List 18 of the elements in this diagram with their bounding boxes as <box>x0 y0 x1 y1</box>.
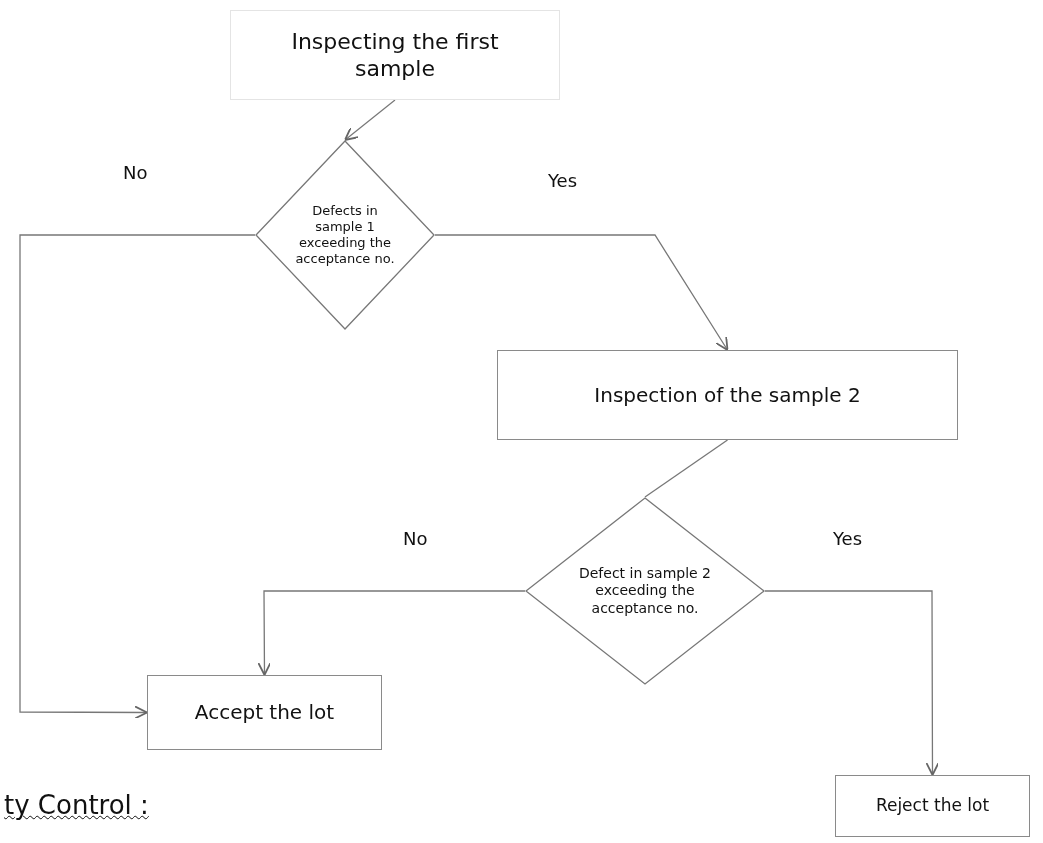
connector-arrow <box>344 99 396 141</box>
node-text: Reject the lot <box>874 795 991 817</box>
node-text: Inspection of the sample 2 <box>593 382 862 408</box>
connector-arrow <box>764 590 940 776</box>
process-box <box>497 350 958 440</box>
node-text: Accept the lot <box>193 700 336 725</box>
process-box <box>147 675 382 750</box>
process-box <box>835 775 1030 837</box>
node-text: Defects in sample 1 exceeding the acceptance no. <box>294 202 396 268</box>
decision-diamond <box>255 140 435 330</box>
connector-arrow <box>19 234 256 720</box>
decision-diamond <box>525 497 765 685</box>
process-box <box>230 10 560 100</box>
connector-arrow <box>257 590 526 676</box>
connector-arrow <box>434 234 729 351</box>
heading-fragment: ty Control : <box>4 790 149 820</box>
node-text: Defect in sample 2 exceeding the acceptance no. <box>577 564 712 618</box>
node-text: Inspecting the first sample <box>290 27 500 83</box>
